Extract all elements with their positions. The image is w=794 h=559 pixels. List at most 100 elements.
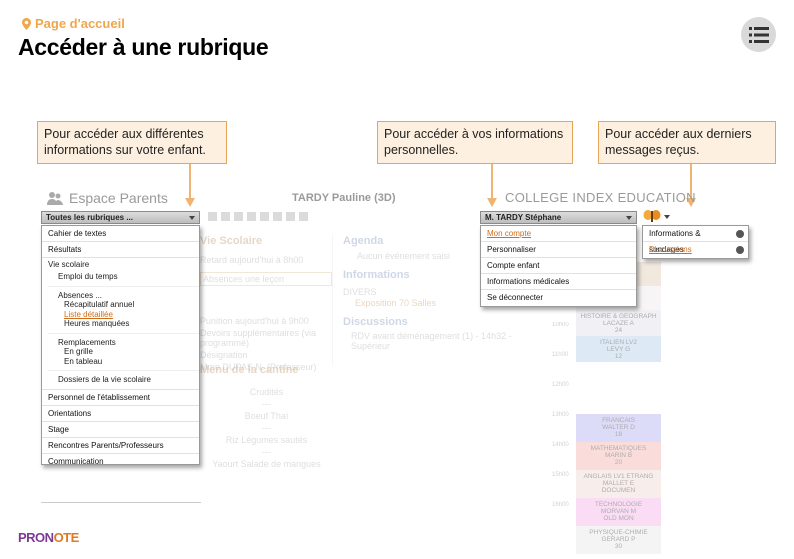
- next-icon[interactable]: [247, 212, 256, 221]
- menu-item-personnaliser[interactable]: Personnaliser: [481, 242, 636, 258]
- menu-item-informations[interactable]: Informations & sondages: [643, 226, 748, 254]
- menu-item-cahier[interactable]: Cahier de textes: [42, 226, 199, 242]
- menu-item-heures[interactable]: Heures manquées: [48, 319, 199, 334]
- student-selector[interactable]: TARDY Pauline (3D): [292, 192, 396, 204]
- space-title: Espace Parents: [47, 190, 168, 206]
- divider: [41, 502, 201, 503]
- prev-icon[interactable]: [234, 212, 243, 221]
- menu-item-deconnecter[interactable]: Se déconnecter: [487, 293, 544, 302]
- menu-item-medical[interactable]: Informations médicales: [481, 274, 636, 290]
- settings-icon[interactable]: [260, 212, 269, 221]
- designation-text: Désignation: [200, 350, 248, 360]
- timetable-time: 12h00: [552, 382, 569, 388]
- location-pin-icon: [22, 17, 31, 30]
- menu-item-label: Informations & sondages: [649, 229, 701, 254]
- menu-item-communication[interactable]: Communication: [48, 456, 104, 466]
- cantine-panel: Menu de la cantine Crudités --- Boeuf Th…: [200, 364, 333, 470]
- pronote-logo: PRONOTE: [18, 530, 79, 545]
- rubriques-selector[interactable]: Toutes les rubriques ...: [41, 211, 200, 224]
- exposition-link[interactable]: Exposition 70 Salles: [355, 298, 437, 308]
- callout-arrowhead: [487, 198, 497, 207]
- menu-item: Yaourt Salade de mangues: [212, 459, 321, 469]
- panel-title: Vie Scolaire: [200, 235, 263, 247]
- callout-compte: Pour accéder à vos informations personne…: [377, 121, 573, 164]
- timetable-cell-line: MALLET E: [602, 480, 635, 487]
- timetable-cell-line: PHYSIQUE-CHIMIE: [589, 529, 648, 536]
- callout-messages: Pour accéder aux derniers messages reçus…: [598, 121, 776, 164]
- callout-arrowhead: [185, 198, 195, 207]
- chevron-down-icon: [664, 214, 670, 219]
- menu-button[interactable]: [741, 17, 776, 52]
- print-icon[interactable]: [286, 212, 295, 221]
- timetable-cell-line: 20: [614, 459, 623, 466]
- info-icon: [736, 246, 744, 254]
- timetable-cell-line: TECHNOLOGIE: [594, 501, 643, 508]
- callout-arrow: [690, 164, 692, 199]
- prof-text: Mme DUPAS N. (Professeur): [200, 362, 317, 372]
- menu-item-resultats[interactable]: Résultats: [42, 242, 199, 258]
- menu-item-grille[interactable]: En grille: [64, 347, 93, 356]
- menu-item-mon-compte[interactable]: Mon compte: [481, 226, 636, 242]
- menu-item-recap[interactable]: Récapitulatif annuel: [64, 300, 135, 309]
- callout-arrow: [189, 164, 191, 199]
- menu-item-liste[interactable]: Liste détaillée: [64, 309, 113, 319]
- timetable-cell-line: ITALIEN LV2: [600, 339, 637, 346]
- home-icon[interactable]: [208, 212, 217, 221]
- panel-title: Menu de la cantine: [200, 364, 299, 376]
- school-name: COLLEGE INDEX EDUCATION: [505, 190, 696, 205]
- account-selector[interactable]: M. TARDY Stéphane: [480, 211, 637, 224]
- butterfly-icon: [643, 210, 661, 222]
- menu-item-remplacements[interactable]: Remplacements: [58, 337, 116, 347]
- menu-item-compte-enfant[interactable]: Compte enfant: [481, 258, 636, 274]
- timetable-cell-line: 24: [614, 327, 623, 334]
- timetable-time: 13h00: [552, 412, 569, 418]
- timetable-cell-line: MORVAN M: [600, 508, 637, 515]
- menu-item-label: Discussions: [649, 245, 692, 254]
- timetable-time: 10h00: [552, 322, 569, 328]
- menu-item-absences[interactable]: Absences ...: [58, 290, 103, 300]
- timetable-cell-line: 18: [614, 431, 623, 438]
- menu-item-orientations[interactable]: Orientations: [42, 406, 199, 422]
- timetable-time: 14h00: [552, 442, 569, 448]
- rubriques-selected: Toutes les rubriques ...: [46, 213, 133, 222]
- menu-item-vie-scolaire[interactable]: Vie scolaire: [48, 260, 90, 269]
- toolbar: [208, 212, 308, 221]
- timetable-cell-line: MATHEMATIQUES: [590, 445, 647, 452]
- first-icon[interactable]: [221, 212, 230, 221]
- callout-arrowhead: [686, 198, 696, 207]
- menu-item-dossiers[interactable]: Dossiers de la vie scolaire: [58, 375, 151, 384]
- timetable-cell-line: MARIN B: [604, 452, 633, 459]
- menu-item-discussions[interactable]: Discussions: [643, 242, 748, 258]
- timetable-cell-line: WALTER D: [602, 424, 635, 431]
- panel-title: Agenda: [343, 235, 384, 247]
- menu-item: Riz Légumes sautés: [225, 435, 308, 445]
- timetable-time: 16h00: [552, 502, 569, 508]
- account-menu: Mon compte Personnaliser Compte enfant I…: [480, 225, 637, 307]
- rdv-text[interactable]: RDV avant déménagement (1) - 14h32 - Sup…: [351, 331, 512, 351]
- rubriques-menu: Cahier de textes Résultats Vie scolaire …: [41, 225, 200, 466]
- divers-text: DIVERS: [343, 287, 377, 297]
- messages-button[interactable]: [643, 209, 677, 224]
- menu-item: Crudités: [249, 387, 284, 397]
- menu-item-stage[interactable]: Stage: [42, 422, 199, 438]
- menu-item-tableau[interactable]: En tableau: [48, 357, 199, 371]
- accessibility-icon[interactable]: [273, 212, 282, 221]
- menu-item-edt[interactable]: Emploi du temps: [48, 272, 199, 287]
- timetable-cell-line: DOCUMEN: [601, 487, 636, 494]
- mobile-icon[interactable]: [299, 212, 308, 221]
- account-selected: M. TARDY Stéphane: [485, 213, 562, 222]
- menu-item-rencontres[interactable]: Rencontres Parents/Professeurs: [42, 438, 199, 454]
- breadcrumb[interactable]: Page d'accueil: [22, 16, 125, 31]
- timetable-gap: [576, 362, 661, 414]
- menu-item-personnel[interactable]: Personnel de l'établissement: [42, 390, 199, 406]
- aucun-evenement-text: Aucun événement saisi: [357, 251, 451, 261]
- list-icon: [748, 26, 769, 43]
